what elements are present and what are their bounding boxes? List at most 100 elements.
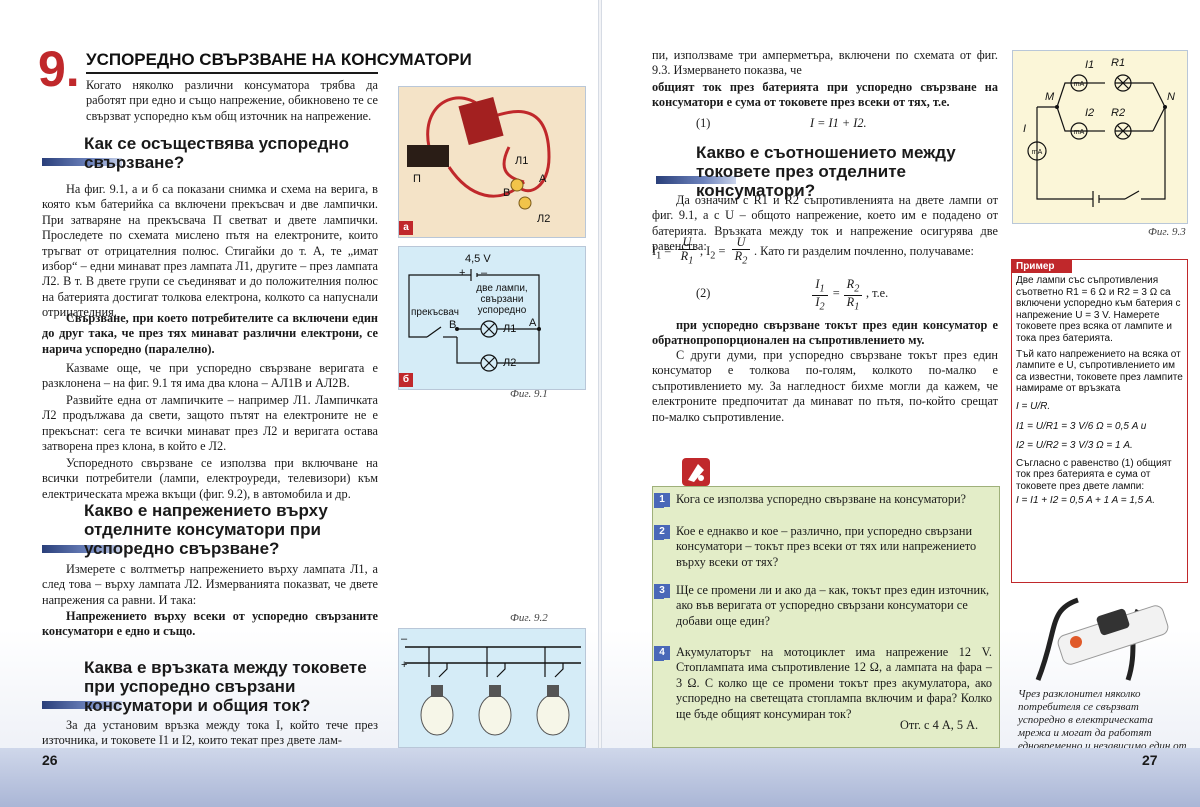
paragraph-6: За да установим връзка между тока I, кой… — [42, 718, 378, 748]
question-line — [654, 539, 664, 540]
figure-9-3-caption: Фиг. 9.3 — [1148, 226, 1186, 238]
equation-2-tail: , т.е. — [866, 286, 889, 300]
paragraph-continued: пи, използваме три амперметъра, включени… — [652, 48, 998, 78]
paragraph-4: Успоредното свързване се използва при вк… — [42, 456, 378, 501]
heading-voltage: Какво е напрежението върху отделните кон… — [84, 501, 328, 558]
definition: Свързване, при което потребителите са вк… — [42, 311, 378, 356]
paragraph-1: На фиг. 9.1, а и б са показани снимка и … — [42, 182, 378, 320]
label-a: А — [539, 173, 547, 185]
paragraph-2: Казваме още, че при успоредно свързване … — [42, 361, 378, 391]
question-4-number: 4 — [654, 646, 670, 660]
paragraph-5: Измерете с волтметър напрежението върху … — [42, 562, 378, 607]
label-i2: I2 — [1085, 107, 1095, 119]
label-i: I — [1023, 123, 1027, 135]
question-4: Акумулаторът на мотоциклет има напрежени… — [676, 645, 992, 721]
figure-tag-a: а — [399, 221, 413, 235]
question-2-number: 2 — [654, 525, 670, 539]
label-l2: Л2 — [537, 213, 551, 225]
book-spine — [598, 0, 602, 807]
question-3: Ще се промени ли и ако да – как, токът п… — [676, 583, 990, 628]
question-1-number: 1 — [654, 493, 670, 507]
label-m: M — [1045, 91, 1055, 103]
heading-ratio: Какво е съотношението между токовете пре… — [696, 143, 956, 200]
example-formula-4: I = I1 + I2 = 0,5 A + 1 A = 1,5 A. — [1016, 494, 1156, 506]
equation-1-number: (1) — [696, 116, 711, 130]
figure-9-1-caption: Фиг. 9.1 — [510, 388, 548, 400]
current-rule: общият ток през батерията при успоредно … — [652, 80, 998, 110]
ammeter-circuit-schema: mA mA mA — [1027, 74, 1167, 207]
questions-box — [652, 486, 1000, 748]
home-wiring-illustration — [405, 646, 581, 736]
label-l1: Л1 — [503, 323, 517, 335]
label-plus: + — [459, 267, 466, 279]
question-2: Кое е еднакво и кое – различно, при успо… — [676, 524, 977, 569]
page-number-right: 27 — [1142, 752, 1158, 768]
right-page: пи, използваме три амперметъра, включени… — [600, 0, 1200, 807]
example-box: Пример Две лампи със съпротивления съотв… — [1011, 259, 1188, 583]
power-strip-photo — [1018, 590, 1188, 686]
paragraph-3: Развийте една от лампичките – например Л… — [42, 393, 378, 454]
answer: Отг. с 4 А, 5 А. — [900, 718, 979, 732]
label-p: П — [413, 173, 421, 185]
label-a: А — [529, 317, 537, 329]
questions-icon — [682, 458, 710, 486]
question-line — [654, 660, 664, 661]
heading-current: Каква е връзката между токовете при успо… — [84, 658, 367, 715]
question-3-number: 3 — [654, 584, 670, 598]
label-b: В — [503, 187, 511, 199]
paragraph-8: С други думи, при успоредно свързване то… — [652, 348, 998, 424]
heading-bar — [42, 158, 122, 166]
label-voltage: 4,5 V — [465, 253, 491, 265]
voltage-rule: Напрежението върху всеки от успоредно св… — [42, 609, 378, 639]
chapter-title-rule — [86, 72, 378, 74]
svg-text:mA: mA — [1074, 129, 1085, 136]
label-i1: I1 — [1085, 59, 1095, 71]
intro-paragraph: Когато няколко различни консуматора тряб… — [86, 78, 378, 123]
heading-bar — [42, 545, 122, 553]
example-text-1: Две лампи със съпротивления съответно R1… — [1016, 275, 1181, 344]
figure-9-3: mA mA mA I1 R1 M N I2 R2 I — [1012, 50, 1188, 224]
label-l2: Л2 — [503, 357, 517, 369]
label-r2: R2 — [1111, 107, 1126, 119]
label-n: N — [1167, 91, 1175, 103]
label-minus: – — [481, 267, 488, 279]
question-1: Кога се използва успоредно свързване на … — [676, 492, 967, 506]
heading-bar — [656, 176, 736, 184]
svg-text:mA: mA — [1074, 81, 1085, 88]
label-minus: – — [401, 633, 408, 645]
bottom-band — [0, 748, 1200, 807]
example-formula-2: I1 = U/R1 = 3 V/6 Ω = 0,5 A и — [1016, 420, 1147, 432]
chapter-title: УСПОРЕДНО СВЪРЗВАНЕ НА КОНСУМАТОРИ — [86, 50, 472, 69]
label-r1: R1 — [1111, 57, 1126, 69]
equation-1: I = I1 + I2. — [810, 116, 867, 130]
label-plus: + — [401, 659, 408, 671]
label-switch: прекъсвач — [411, 307, 459, 318]
label-l1: Л1 — [515, 155, 529, 167]
parallel-circuit-schema — [408, 269, 541, 372]
figure-9-2: – + — [398, 628, 586, 748]
question-line — [654, 507, 664, 508]
example-text-3: Съгласно с равенство (1) общият ток през… — [1016, 457, 1172, 492]
heading-how: Как се осъществява успоредно свързване? — [84, 134, 350, 172]
figure-9-1-photo: П Л1 А В Л2 а — [398, 86, 586, 238]
example-formula-1: I = U/R. — [1016, 400, 1051, 412]
figure-9-2-caption: Фиг. 9.2 — [510, 612, 548, 624]
circuit-photo-illustration — [407, 96, 551, 210]
label-two-lamps: две лампи, свързани успоредно — [476, 283, 528, 316]
heading-bar — [42, 701, 122, 709]
svg-text:mA: mA — [1032, 149, 1043, 156]
example-title: Пример — [1012, 260, 1072, 273]
figure-tag-b: б — [399, 373, 413, 387]
example-formula-3: I2 = U/R2 = 3 V/3 Ω = 1 A. — [1016, 440, 1133, 452]
label-b: В — [449, 319, 457, 331]
example-text-2: Тъй като напрежението на всяка от лампит… — [1016, 348, 1183, 395]
chapter-number: 9. — [38, 41, 80, 97]
paragraph-7: Да означим с R1 и R2 съпротивленията на … — [652, 193, 998, 254]
ratio-rule: при успоредно свързване токът през един … — [652, 318, 998, 348]
page-number-left: 26 — [42, 752, 58, 768]
equations-line-tail: . Като ги разделим почленно, получаваме: — [754, 244, 974, 258]
equation-2-number: (2) — [696, 286, 711, 300]
figure-9-1-schema: 4,5 V + – прекъсвач две лампи, свързани … — [398, 246, 586, 390]
